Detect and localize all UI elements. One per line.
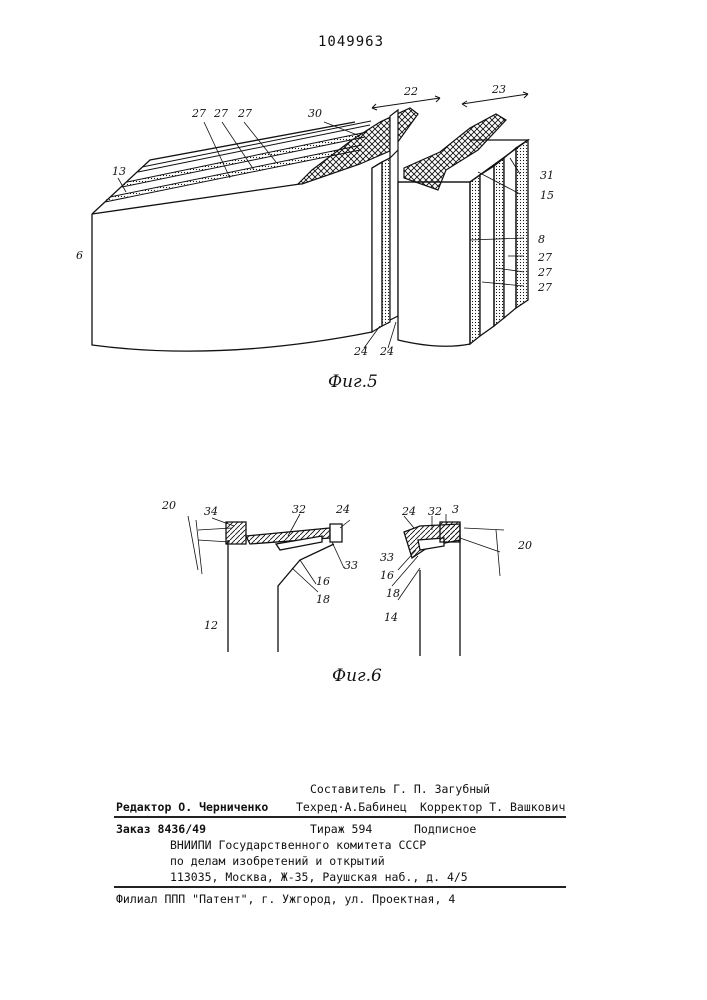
left-block [92,121,372,351]
fig6-label-32a: 32 [292,504,306,515]
fig6-label-24b: 24 [402,506,416,517]
fig6-label-12: 12 [204,620,218,631]
imprint-editor: Редактор О. Черниченко [116,800,268,814]
dim-22 [372,96,440,110]
fig6-label-33a: 33 [344,560,358,571]
imprint-branch: Филиал ППП "Патент", г. Ужгород, ул. Про… [116,892,455,906]
fig6-label-14: 14 [384,612,398,623]
fig5-label-15: 15 [540,190,554,201]
fig5-label-30: 30 [308,108,322,119]
fig6-label-18a: 18 [316,594,330,605]
fig5-label-24a: 24 [354,346,368,357]
imprint-org-line1: ВНИИПИ Государственного комитета СССР [170,838,426,852]
fig6-label-16b: 16 [380,570,394,581]
fig6-label-20b: 20 [518,540,532,551]
fig5-label-27f: 27 [538,282,552,293]
imprint-address: 113035, Москва, Ж-35, Раушская наб., д. … [170,870,468,884]
fig6-label-34: 34 [204,506,218,517]
fig6-label-24a: 24 [336,504,350,515]
figure-5-caption: Фиг.5 [328,372,378,392]
imprint-techred: Техред·А.Бабинец [296,800,407,814]
fig5-label-27b: 27 [214,108,228,119]
fig5-label-27c: 27 [238,108,252,119]
fig6-label-18b: 18 [386,588,400,599]
fig6-label-3: 3 [452,504,459,515]
fig5-label-8: 8 [538,234,545,245]
figure-6-drawing [0,480,707,680]
fig5-label-24b: 24 [380,346,394,357]
figure-6-caption: Фиг.6 [332,666,382,686]
fig5-label-13: 13 [112,166,126,177]
fig5-label-31: 31 [540,170,554,181]
imprint-order: Заказ 8436/49 [116,822,206,836]
imprint-rule-top [114,816,566,818]
imprint-rule-bottom [114,886,566,888]
imprint-corrector: Корректор Т. Вашкович [420,800,565,814]
fig6-label-32b: 32 [428,506,442,517]
fig6-label-16a: 16 [316,576,330,587]
fig5-label-23: 23 [492,84,506,95]
imprint-subscription: Подписное [414,822,476,836]
fig5-label-22: 22 [404,86,418,97]
imprint-circulation: Тираж 594 [310,822,372,836]
imprint-compiler: Составитель Г. П. Загубный [310,782,490,796]
imprint-org-line2: по делам изобретений и открытий [170,854,385,868]
fig5-label-27d: 27 [538,252,552,263]
fig5-label-27e: 27 [538,267,552,278]
fig6-label-33b: 33 [380,552,394,563]
fig5-label-27a: 27 [192,108,206,119]
fig6-right [404,522,460,656]
fig6-label-20a: 20 [162,500,176,511]
fig5-label-6: 6 [76,250,83,261]
